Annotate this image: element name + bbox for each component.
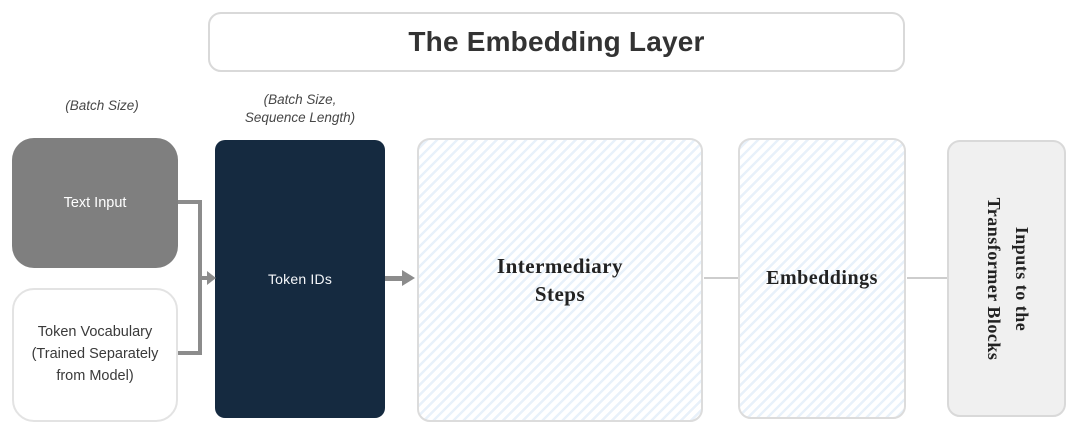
transformer-inputs-label: Inputs to the Transformer Blocks (983, 197, 1032, 360)
connector-text-input-stub (178, 200, 202, 204)
embeddings-label: Embeddings (766, 267, 878, 289)
arrowhead-to-intermediary-icon (402, 270, 415, 286)
intermediary-steps-label: Intermediary Steps (496, 253, 624, 306)
token-vocabulary-label: Token Vocabulary (Trained Separately fro… (31, 324, 159, 384)
token-ids-label: Token IDs (267, 271, 333, 287)
diagram-title: The Embedding Layer (408, 26, 705, 57)
connector-token-ids-to-intermediary-shaft (385, 276, 404, 281)
token-vocabulary-node: Token Vocabulary (Trained Separately fro… (12, 288, 178, 422)
intermediary-steps-node: Intermediary Steps (417, 138, 703, 422)
text-input-node: Text Input (12, 138, 178, 268)
connector-embeddings-to-transformer (907, 277, 947, 279)
token-ids-node: Token IDs (215, 140, 385, 418)
connector-to-token-ids-shaft (198, 276, 208, 280)
text-input-label: Text Input (63, 195, 127, 211)
arrowhead-to-token-ids-icon (207, 271, 216, 285)
batch-size-label: (Batch Size) (65, 98, 139, 113)
connector-token-vocab-stub (178, 351, 202, 355)
connector-intermediary-to-embeddings (704, 277, 738, 279)
transformer-inputs-node: Inputs to the Transformer Blocks (947, 140, 1066, 417)
embeddings-node: Embeddings (738, 138, 906, 419)
batch-sequence-label: (Batch Size, Sequence Length) (244, 92, 356, 126)
diagram-title-box: The Embedding Layer (208, 12, 905, 72)
